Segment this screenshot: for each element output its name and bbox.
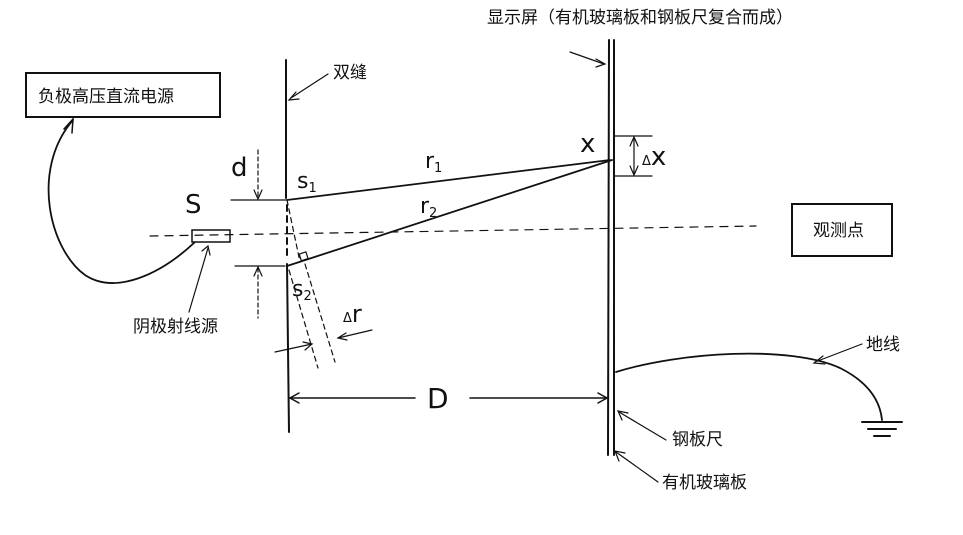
steel-ruler-label: 钢板尺 (672, 430, 723, 450)
slit-plate-lower (286, 263, 290, 433)
distance-d-arrowhead-left (288, 392, 300, 404)
delta-r-arrow-right (337, 329, 373, 339)
slit1-label: s1 (297, 169, 317, 196)
screen-glass-line (607, 39, 610, 456)
display-screen (607, 39, 615, 456)
glass-plate-pointer (615, 451, 659, 483)
power-supply-label: 负极高压直流电源 (38, 87, 174, 107)
observation-point-box (791, 203, 893, 257)
steel-ruler-pointer (618, 411, 667, 441)
right-angle-mark (298, 251, 309, 262)
screen-title-label: 显示屏（有机玻璃板和钢板尺复合而成） (487, 8, 793, 28)
ground-wire-pointer-arrow (812, 355, 826, 365)
screen-title-pointer-arrow (595, 58, 607, 68)
r1-label: r1 (425, 149, 442, 176)
delta-x-arrowhead-bottom (629, 165, 639, 177)
delta-r-arrowhead-left (302, 341, 314, 351)
ground-wire (615, 352, 883, 421)
r2-label: r2 (420, 194, 437, 221)
delta-r-arrowhead-right (336, 332, 348, 341)
delta-r-label: Δr (343, 300, 362, 328)
source-label: S (185, 190, 202, 220)
spacing-d-label: d (231, 153, 248, 183)
double-slit-pointer (290, 73, 329, 99)
ground-wire-label: 地线 (866, 335, 900, 355)
power-supply-box (25, 72, 221, 118)
cathode-source-tube (191, 229, 231, 243)
distance-d-label: D (427, 382, 449, 415)
double-slit-label: 双缝 (333, 63, 367, 83)
delta-r-extension-1 (288, 269, 319, 369)
glass-plate-label: 有机玻璃板 (662, 473, 747, 493)
d-arrowhead-top (253, 189, 263, 201)
ground-wire-pointer (814, 343, 863, 363)
delta-r-arrow-left (274, 343, 313, 353)
delta-x-arrowhead-top (629, 135, 639, 147)
supply-wire (47, 119, 196, 284)
point-x-label: x (580, 129, 595, 159)
double-slit-plate (285, 59, 290, 433)
glass-plate-pointer-arrow (614, 450, 626, 462)
cathode-source-pointer-arrow (201, 244, 211, 256)
slit2-label: s2 (292, 277, 312, 304)
ray-r2 (286, 159, 613, 267)
central-axis (149, 225, 757, 237)
delta-r-extension-2 (304, 263, 336, 363)
cathode-source-pointer (188, 247, 209, 313)
power-supply: 负极高压直流电源 (25, 72, 221, 118)
supply-wire-arrow (63, 116, 74, 134)
distance-d-arrowhead-right (597, 392, 609, 404)
observation-point: 观测点 (791, 203, 893, 257)
d-arrowhead-bottom (253, 265, 263, 277)
observation-point-label: 观测点 (813, 221, 864, 241)
perpendicular-foot (286, 199, 301, 263)
delta-x-label: Δx (642, 142, 666, 172)
ray-r1 (286, 159, 611, 201)
double-slit-pointer-arrow (287, 91, 300, 101)
steel-ruler-pointer-arrow (616, 410, 629, 421)
screen-title-pointer (569, 51, 605, 65)
cathode-source-label: 阴极射线源 (133, 317, 218, 337)
